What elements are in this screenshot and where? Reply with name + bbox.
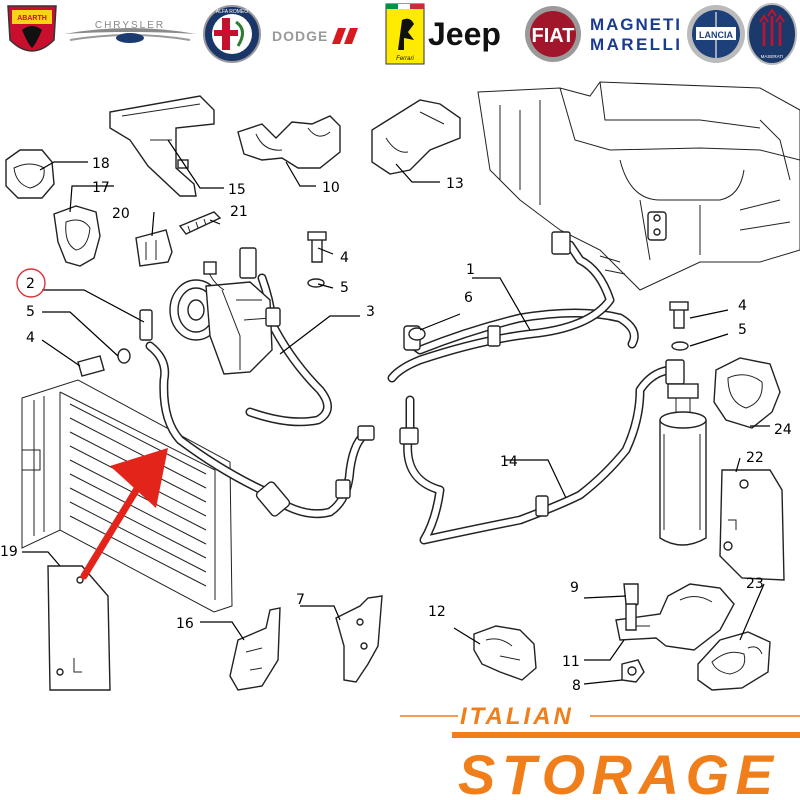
ferrari-logo-text: Ferrari [396, 56, 414, 62]
leader-lines [22, 139, 770, 685]
small-parts [5, 95, 785, 691]
callout-1: 1 [466, 262, 475, 278]
lancia-logo: LANCIA [687, 5, 745, 63]
brand-italian: ITALIAN [460, 703, 574, 730]
callout-5-top: 5 [340, 280, 349, 296]
italian-storage-brand: ITALIAN STORAGE [400, 703, 800, 800]
magneti-marelli-logo: MAGNETI MARELLI [590, 15, 680, 54]
hvac-unit [477, 81, 800, 291]
callout-11: 11 [562, 654, 580, 670]
callout-labels: 1 2 3 4 5 4 5 5 4 6 7 8 9 10 11 12 13 14… [0, 156, 792, 694]
highlight-circle [16, 268, 46, 298]
abarth-logo-text: ABARTH [17, 15, 47, 22]
callout-19: 19 [0, 544, 18, 560]
callout-20: 20 [112, 206, 130, 222]
callout-4-right: 4 [738, 298, 747, 314]
receiver-drier [659, 383, 707, 546]
callout-12: 12 [428, 604, 446, 620]
callout-14: 14 [500, 454, 518, 470]
dodge-logo-text: DODGE [272, 28, 328, 44]
callout-5-left: 5 [26, 304, 35, 320]
fiat-logo: FIAT [525, 6, 581, 62]
callout-2: 2 [26, 276, 35, 292]
callout-10: 10 [322, 180, 340, 196]
jeep-logo: Jeep [428, 16, 501, 52]
callout-9: 9 [570, 580, 579, 596]
abarth-logo: ABARTH [7, 5, 57, 52]
alfa-romeo-logo: ALFA ROMEO [203, 5, 261, 63]
callout-18: 18 [92, 156, 110, 172]
brand-storage: STORAGE [458, 743, 775, 800]
ac-pipes [145, 231, 685, 545]
callout-13: 13 [446, 176, 464, 192]
red-arrow [80, 448, 168, 580]
callout-4-top: 4 [340, 250, 349, 266]
callout-4-left: 4 [26, 330, 35, 346]
logo-row: ABARTH CHRYSLER ALFA ROMEO DODGE [7, 3, 797, 65]
fiat-logo-text: FIAT [532, 25, 575, 47]
callout-23: 23 [746, 576, 764, 592]
ferrari-logo: Ferrari [385, 3, 425, 65]
callout-5-right: 5 [738, 322, 747, 338]
callout-3: 3 [366, 304, 375, 320]
callout-21: 21 [230, 204, 248, 220]
magneti-marelli-logo-text: MAGNETI [590, 15, 680, 34]
lancia-logo-text: LANCIA [699, 30, 733, 40]
alfa-romeo-logo-text: ALFA ROMEO [216, 9, 248, 15]
callout-6: 6 [464, 290, 473, 306]
maserati-logo-text: MASERATI [761, 54, 784, 59]
chrysler-logo: CHRYSLER [64, 20, 196, 43]
svg-text:MARELLI: MARELLI [590, 35, 680, 54]
callout-24: 24 [774, 422, 792, 438]
callout-17: 17 [92, 180, 110, 196]
compressor [169, 247, 281, 375]
callout-7: 7 [296, 592, 305, 608]
callout-22: 22 [746, 450, 764, 466]
dodge-logo: DODGE [272, 28, 358, 44]
callout-15: 15 [228, 182, 246, 198]
maserati-logo: MASERATI [747, 3, 797, 65]
callout-8: 8 [572, 678, 581, 694]
callout-16: 16 [176, 616, 194, 632]
chrysler-logo-text: CHRYSLER [95, 20, 165, 31]
